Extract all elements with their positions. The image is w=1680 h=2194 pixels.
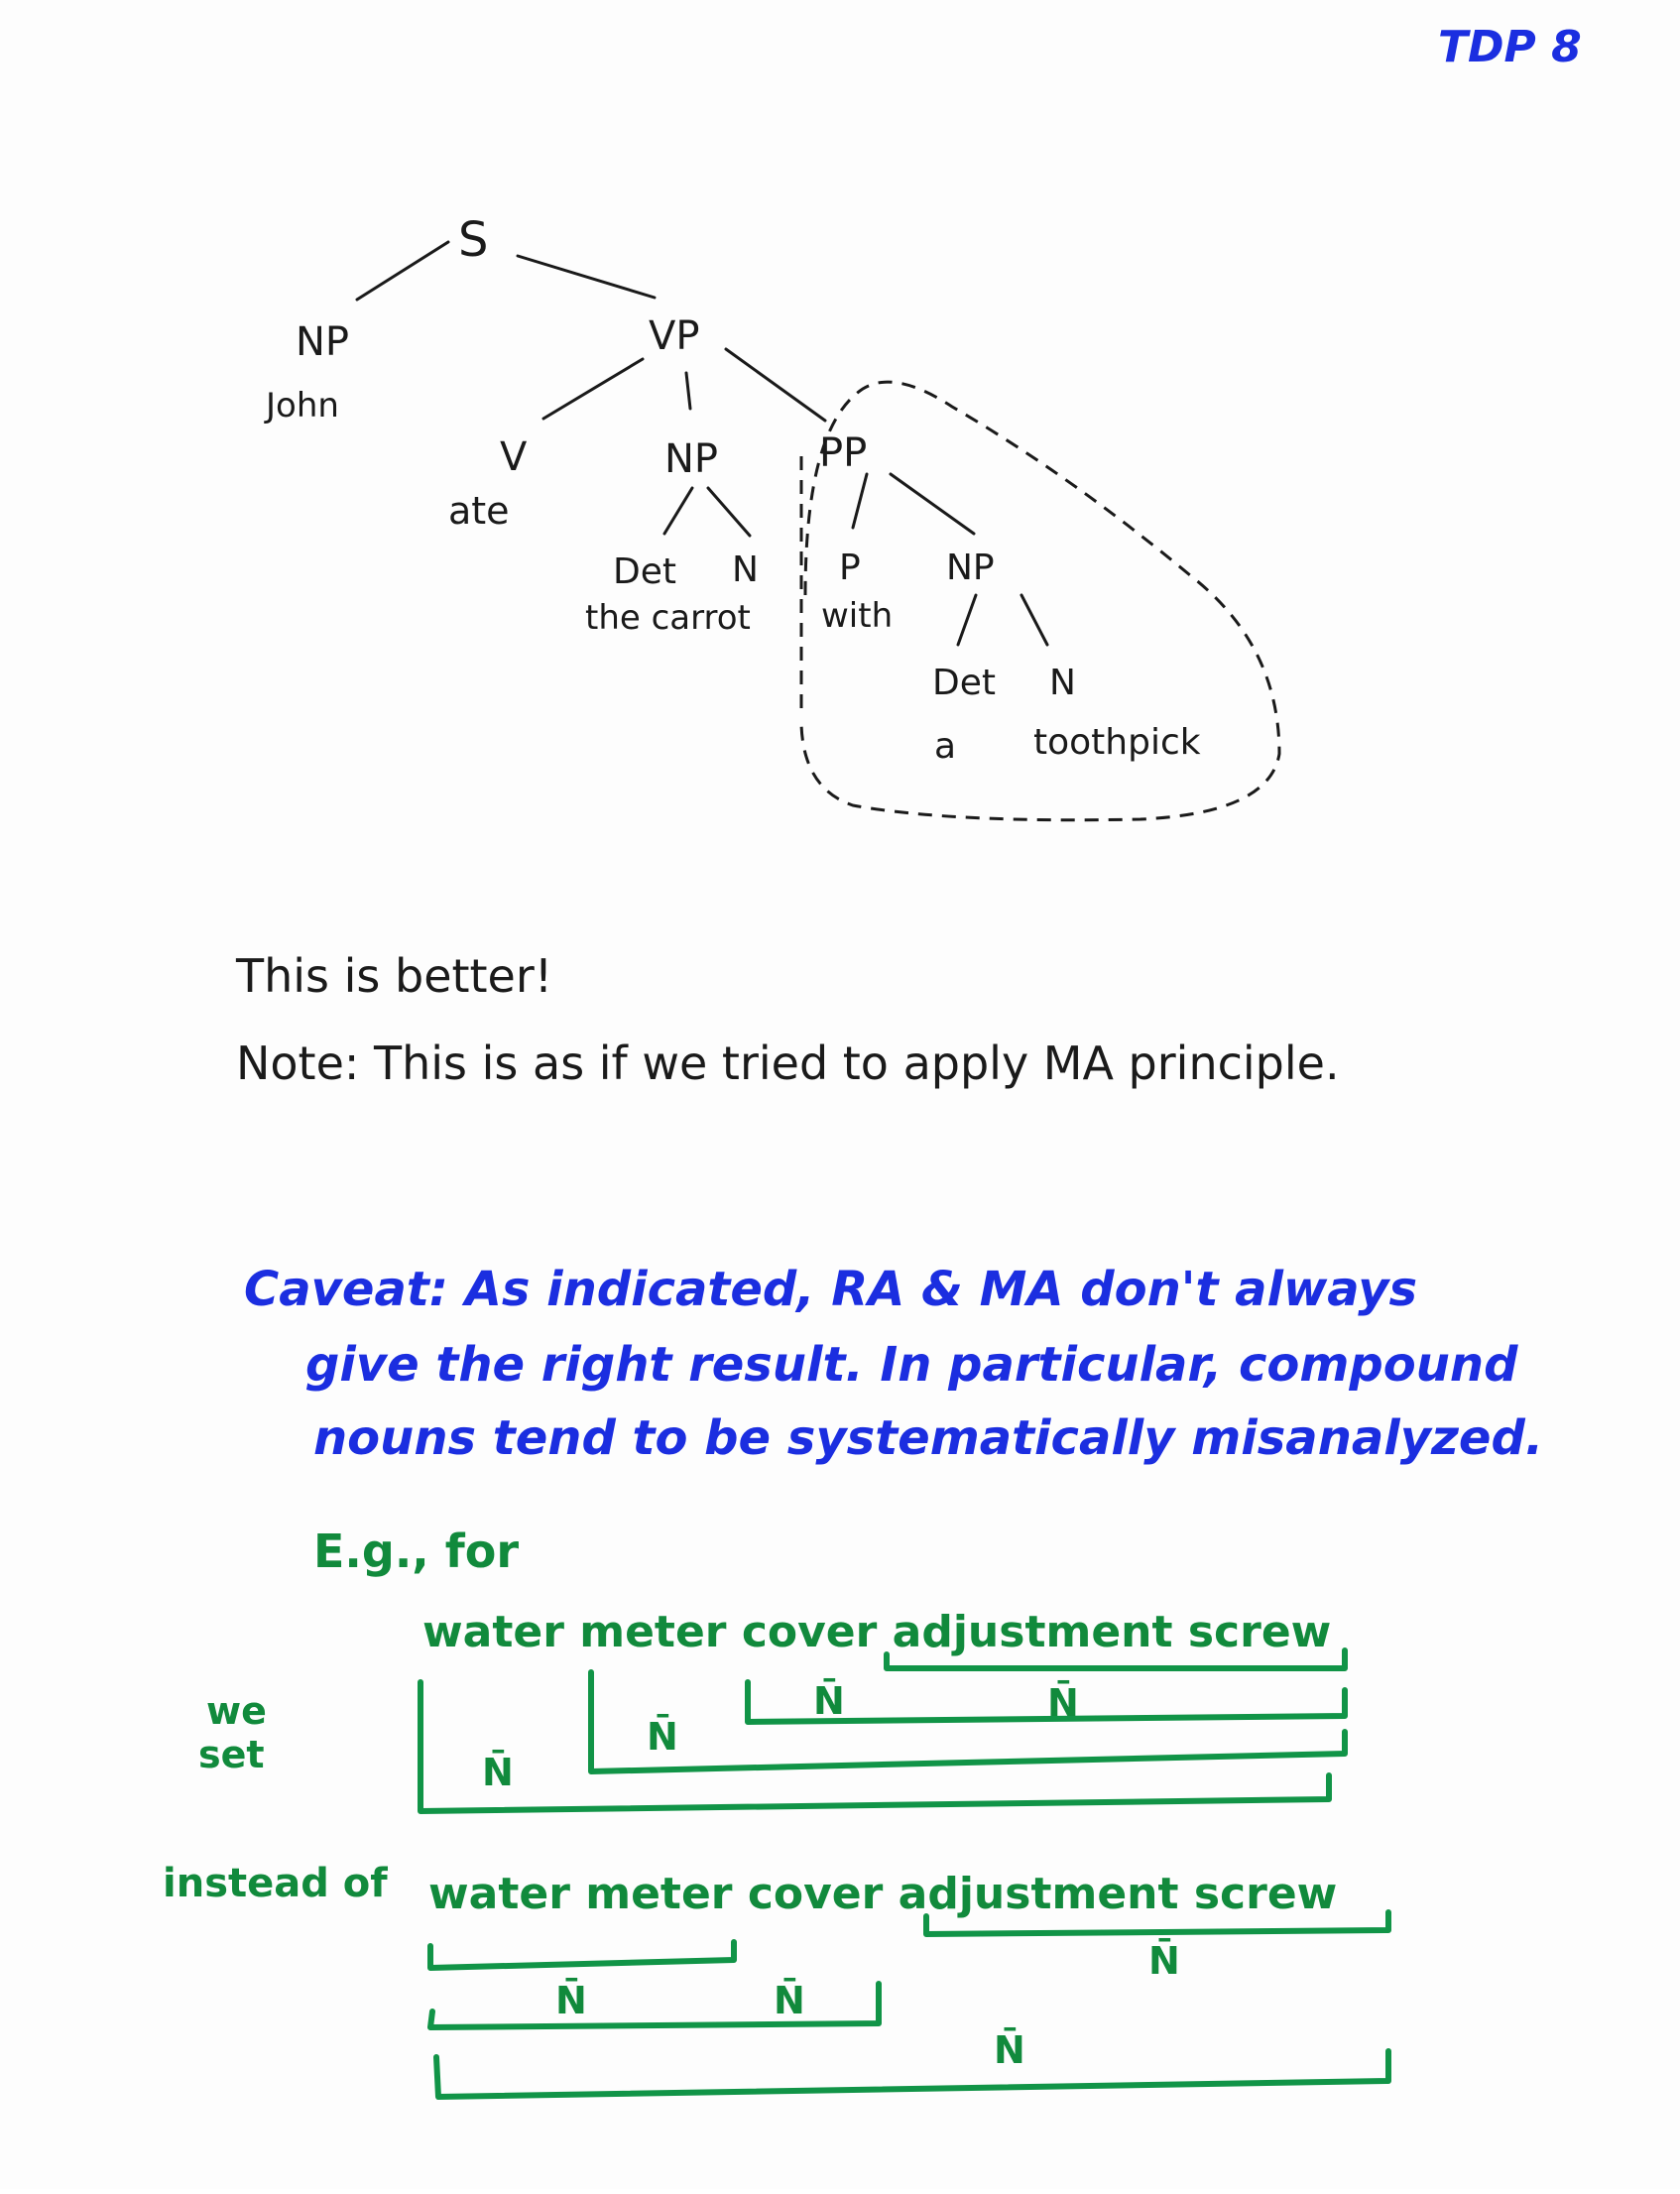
node-det-2: Det xyxy=(932,663,996,703)
node-n-1: N xyxy=(732,549,759,590)
label-we: we xyxy=(206,1689,267,1733)
edge-np2-n xyxy=(1020,593,1049,647)
bracket-meter-cover-adjustment-screw xyxy=(588,1669,1348,1774)
edge-vp-pp xyxy=(724,347,827,423)
label-instead-of: instead of xyxy=(163,1861,388,1906)
syntax-tree: S NP John VP V ate NP Det N the carrot P… xyxy=(264,212,1281,822)
words-the-carrot: the carrot xyxy=(585,598,751,638)
word-ate: ate xyxy=(448,489,510,533)
caveat-line-2: give the right result. In particular, co… xyxy=(305,1337,1518,1393)
nbar-instead-3: N̄ xyxy=(774,1978,805,2022)
example-eg: E.g., for xyxy=(313,1524,519,1578)
phrase-we-set: water meter cover adjustment screw xyxy=(422,1607,1331,1657)
nbar-we-1: N̄ xyxy=(813,1678,845,1723)
pp-dashed-outline xyxy=(799,380,1281,822)
bracket-water-meter-cover xyxy=(427,1981,882,2030)
node-vp: VP xyxy=(649,313,699,359)
edge-np-det xyxy=(662,486,694,536)
label-set: set xyxy=(198,1733,265,1776)
bracket-cover-adjustment-screw xyxy=(745,1679,1348,1725)
node-pp: PP xyxy=(819,430,867,476)
edge-np2-det xyxy=(956,593,978,647)
edge-pp-np xyxy=(889,472,976,536)
edge-s-vp xyxy=(516,254,657,300)
word-a: a xyxy=(934,726,956,767)
node-np-object: NP xyxy=(664,436,718,482)
edge-vp-np xyxy=(684,371,692,411)
nbar-we-4: N̄ xyxy=(482,1750,514,1794)
bracket-whole-instead xyxy=(433,2048,1391,2100)
caveat-line-3: nouns tend to be systematically misanaly… xyxy=(313,1410,1543,1466)
bracket-adjustment-screw xyxy=(884,1647,1348,1671)
word-with: with xyxy=(821,596,893,636)
caveat-line-1: Caveat: As indicated, RA & MA don't alwa… xyxy=(244,1262,1417,1317)
edge-s-np xyxy=(355,240,450,302)
bracket-adjustment-screw-2 xyxy=(923,1909,1391,1937)
node-det-1: Det xyxy=(613,551,676,592)
note-ma-principle: Note: This is as if we tried to apply MA… xyxy=(236,1036,1340,1090)
word-toothpick: toothpick xyxy=(1033,722,1201,763)
node-np-pp: NP xyxy=(946,548,995,588)
bracket-whole-we-set xyxy=(418,1679,1332,1814)
node-np-subject: NP xyxy=(296,319,349,365)
nbar-we-2: N̄ xyxy=(1047,1680,1079,1725)
nbar-instead-1: N̄ xyxy=(1148,1938,1180,1983)
edge-np-n xyxy=(706,486,752,538)
phrase-instead-of: water meter cover adjustment screw xyxy=(428,1869,1337,1919)
edge-vp-v xyxy=(541,357,645,421)
bracket-water-meter xyxy=(427,1939,737,1971)
nbar-we-3: N̄ xyxy=(647,1714,678,1759)
node-n-2: N xyxy=(1049,663,1076,703)
nbar-instead-4: N̄ xyxy=(994,2027,1025,2072)
edge-pp-p xyxy=(851,472,869,530)
page-id: TDP 8 xyxy=(1438,22,1582,72)
note-better: This is better! xyxy=(235,949,552,1003)
caveat-block: Caveat: As indicated, RA & MA don't alwa… xyxy=(244,1262,1543,1466)
node-v: V xyxy=(500,434,528,480)
word-john: John xyxy=(264,386,339,426)
example-block: E.g., for water meter cover adjustment s… xyxy=(163,1524,1391,2100)
node-s: S xyxy=(458,212,488,268)
node-p: P xyxy=(839,548,861,588)
nbar-instead-2: N̄ xyxy=(555,1978,587,2022)
